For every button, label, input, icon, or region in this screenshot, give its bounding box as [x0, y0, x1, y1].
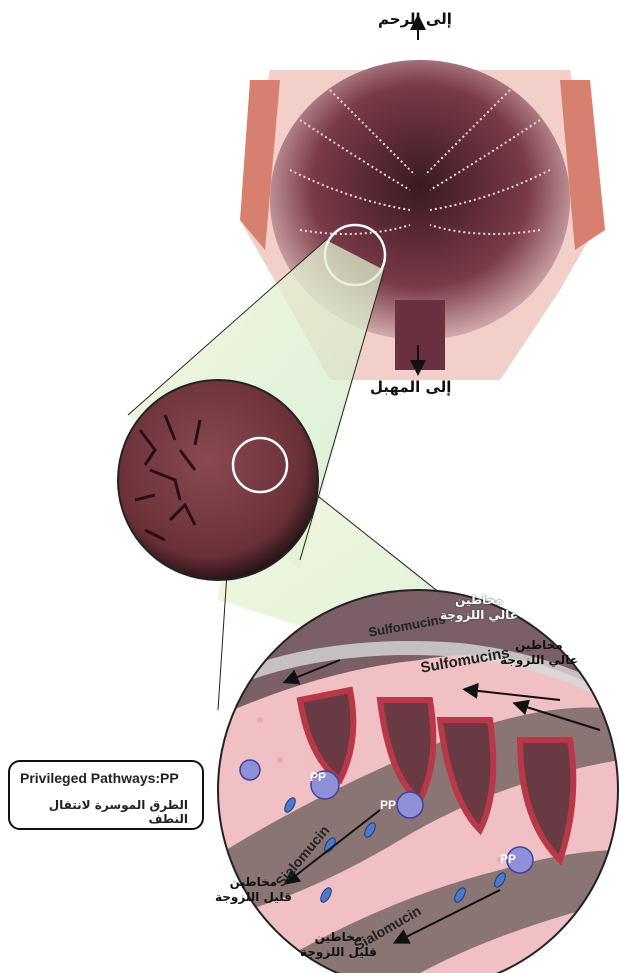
- legend-title: Privileged Pathways:PP: [20, 770, 179, 786]
- label-low-viscosity-1: مخاطين قليل اللزوجة: [215, 875, 292, 905]
- label-pp-1: PP: [310, 770, 327, 784]
- label-high-viscosity-2: مخاطين عالي اللزوجة: [500, 638, 578, 668]
- label-line: عالي اللزوجة: [440, 608, 518, 622]
- label-line: مخاطين: [314, 930, 363, 944]
- label-pp-3: PP: [500, 852, 517, 866]
- label-line: عالي اللزوجة: [500, 653, 578, 667]
- label-line: مخاطين: [229, 875, 278, 889]
- label-to-vagina: إلى المهبل: [370, 378, 452, 396]
- label-low-viscosity-2: مخاطين قليل اللزوجة: [300, 930, 377, 960]
- label-line: مخاطين: [515, 638, 563, 652]
- label-pp-2: PP: [380, 798, 397, 812]
- label-line: مخاطين: [455, 593, 503, 607]
- legend-box: Privileged Pathways:PP الطرق الموسرة لان…: [8, 760, 204, 830]
- label-line: قليل اللزوجة: [215, 890, 292, 904]
- label-high-viscosity-1: مخاطين عالي اللزوجة: [440, 593, 518, 623]
- label-to-uterus: إلى الرحم: [378, 10, 452, 28]
- crypt-magnified-view: [117, 379, 319, 581]
- zoom-circle-2: [231, 436, 289, 494]
- label-line: قليل اللزوجة: [300, 945, 377, 959]
- mucus-pathways-view: [218, 590, 618, 973]
- legend-description: الطرق الموسرة لانتقال النطف: [48, 798, 188, 826]
